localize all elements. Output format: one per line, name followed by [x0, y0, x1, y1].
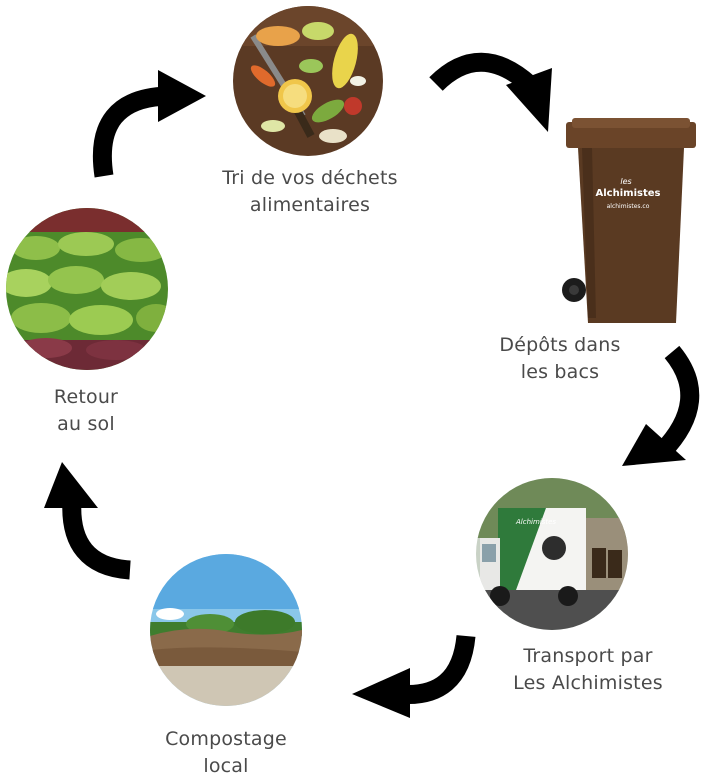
step-label-compost: Compostage local [165, 728, 287, 777]
bin-brand: Alchimistes [596, 188, 661, 199]
delivery-truck-photo: Alchimistes [476, 478, 628, 630]
step-label-tri: Tri de vos déchets alimentaires [222, 167, 398, 216]
step-label-depot: Dépôts dans les bacs [499, 334, 621, 383]
bin-brand-small: les [620, 177, 631, 186]
bin-url: alchimistes.co [607, 203, 650, 210]
truck-brand: Alchimistes [515, 518, 556, 526]
compost-pile-photo [150, 554, 302, 706]
step-label-transport: Transport par Les Alchimistes [513, 645, 663, 694]
step-label-retour: Retour au sol [53, 386, 119, 435]
brown-green-bin: les Alchimistes alchimistes.co [562, 118, 700, 332]
